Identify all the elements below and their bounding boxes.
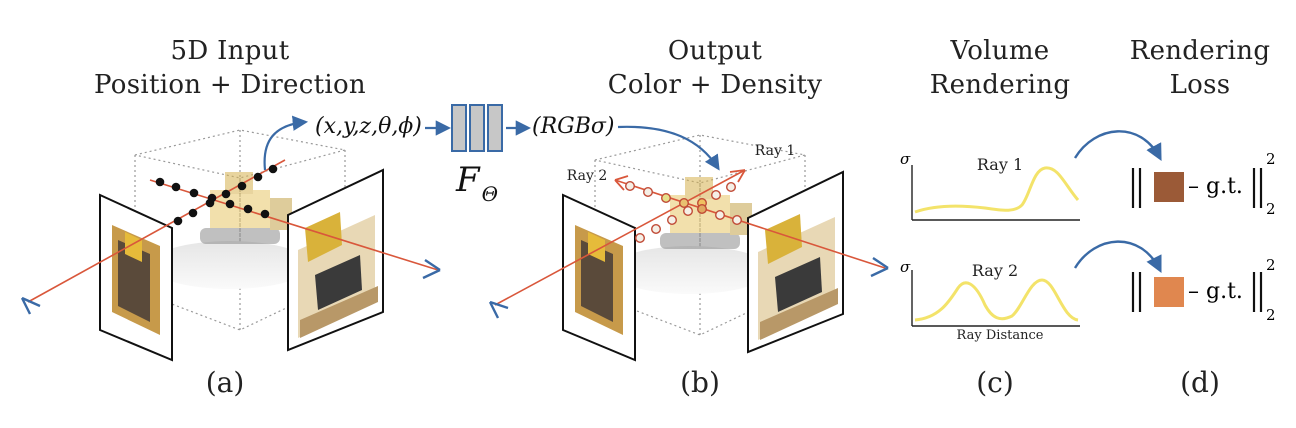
gt-label-ray2: – g.t. <box>1188 279 1243 304</box>
sample-points-a <box>155 164 278 226</box>
panel-a-title: 5D Input Position + Direction <box>60 34 400 102</box>
panel-a-scene <box>20 115 441 362</box>
ray-b-2 <box>614 179 886 269</box>
panel-b-title-line2: Color + Density <box>607 70 823 100</box>
panel-c-title: Volume Rendering <box>900 34 1100 102</box>
input-formula: (x,y,z,θ,ϕ) <box>315 114 422 139</box>
density-curve-ray1 <box>914 166 1080 214</box>
sample-points-b <box>625 180 743 243</box>
panel-a-caption: (a) <box>205 366 245 399</box>
image-plane-right <box>287 168 384 352</box>
predicted-color-ray1 <box>1154 172 1184 202</box>
norm-sub-ray1: 2 <box>1266 200 1276 218</box>
image-plane-left <box>99 193 173 362</box>
plot-ray2 <box>911 270 1080 327</box>
loss-ray2 <box>1131 272 1263 312</box>
network-label-sub: Θ <box>481 182 498 206</box>
bulldozer-illustration-b <box>660 177 752 249</box>
panel-b-scene <box>488 125 889 362</box>
panel-a-title-line1: 5D Input <box>170 36 290 66</box>
input-arrow <box>263 115 309 171</box>
norm-sup-ray2: 2 <box>1266 256 1276 274</box>
norm-sub-ray2: 2 <box>1266 306 1276 324</box>
network-block <box>425 104 532 152</box>
panel-b-caption: (b) <box>680 366 720 399</box>
panel-d-caption: (d) <box>1180 366 1220 399</box>
network-label-main: F <box>456 160 480 200</box>
panel-b-title-line1: Output <box>667 36 763 66</box>
loss-ray1 <box>1131 168 1263 208</box>
plot2-title: Ray 2 <box>971 261 1019 280</box>
ray-b-end-left <box>488 300 509 319</box>
object-shadow <box>150 241 310 289</box>
ray-a-end-left <box>20 296 41 315</box>
panel-c-title-line2: Rendering <box>929 70 1071 100</box>
gt-label-ray1: – g.t. <box>1188 174 1243 199</box>
ray-b-1 <box>494 169 746 306</box>
image-plane-left-b <box>562 193 636 362</box>
plot2-ylabel: σ <box>900 258 911 276</box>
loss-arrow-ray2 <box>1073 240 1162 274</box>
plot1-title: Ray 1 <box>976 155 1024 174</box>
output-arrow <box>617 125 720 171</box>
ray-a-end-right <box>422 259 441 280</box>
panel-a-title-line2: Position + Direction <box>94 70 366 100</box>
plot1-ylabel: σ <box>900 150 911 168</box>
plot-xlabel: Ray Distance <box>956 328 1044 343</box>
norm-sup-ray1: 2 <box>1266 150 1276 168</box>
plot-ray1 <box>911 165 1080 221</box>
panel-c-caption: (c) <box>976 366 1014 399</box>
ray-b-end-right <box>870 257 889 278</box>
image-plane-right-b <box>747 170 844 354</box>
density-curve-ray2 <box>914 278 1079 322</box>
predicted-color-ray2 <box>1154 277 1184 307</box>
panel-b-title: Output Color + Density <box>565 34 865 102</box>
panel-d-title-line2: Loss <box>1169 70 1231 100</box>
panel-c-title-line1: Volume <box>950 36 1050 66</box>
ray-a-2 <box>149 179 439 271</box>
panel-d-title-line1: Rendering <box>1129 36 1271 66</box>
ray2-label-3d: Ray 2 <box>566 168 608 184</box>
loss-arrow-ray1 <box>1073 130 1162 161</box>
panel-d-title: Rendering Loss <box>1110 34 1290 102</box>
ray1-label-3d: Ray 1 <box>754 143 796 159</box>
output-formula: (RGBσ) <box>532 114 615 139</box>
